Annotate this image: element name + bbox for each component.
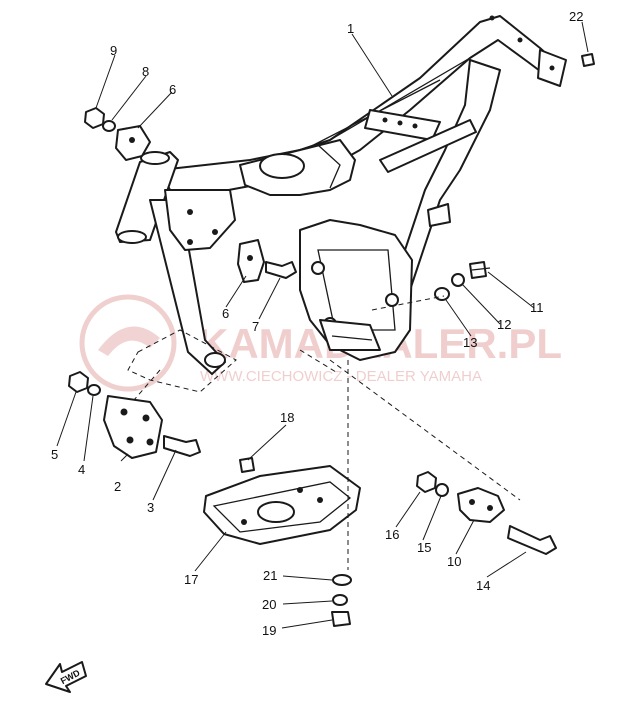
callout-labels: 1 2 3 4 5 6 6 7 8 9 10 11 12 13 14 15 16…	[51, 9, 583, 638]
main-frame	[115, 15, 567, 375]
callout-13: 13	[463, 335, 477, 350]
callout-9: 9	[110, 43, 117, 58]
upper-left-fasteners	[84, 107, 151, 161]
part-7-bolt	[265, 261, 297, 279]
part-2-engine-bracket	[103, 395, 163, 459]
part-18-bolt	[239, 457, 255, 473]
rear-lower-bracket-group	[416, 471, 557, 555]
callout-14: 14	[476, 578, 490, 593]
part-12-washer	[451, 273, 465, 287]
callout-16: 16	[385, 527, 399, 542]
assembly-lines	[127, 295, 521, 570]
part-21-washer	[332, 574, 352, 586]
part-5-nut	[68, 371, 89, 393]
part-20-washer	[332, 594, 348, 606]
lower-left-bracket-group	[68, 371, 201, 459]
callout-6a: 6	[169, 82, 176, 97]
part-13-collar	[434, 287, 450, 301]
callout-2: 2	[114, 479, 121, 494]
callout-7: 7	[252, 319, 259, 334]
callout-12: 12	[497, 317, 511, 332]
callout-1: 1	[347, 21, 354, 36]
callout-11: 11	[530, 300, 544, 315]
part-19-nut	[331, 611, 351, 627]
fwd-arrow: FWD	[45, 661, 87, 693]
callout-6b: 6	[222, 306, 229, 321]
right-fasteners	[434, 261, 491, 301]
callout-10: 10	[447, 554, 461, 569]
callout-15: 15	[417, 540, 431, 555]
callout-5: 5	[51, 447, 58, 462]
part-15-washer	[435, 483, 449, 497]
fwd-arrow-icon	[45, 661, 87, 693]
center-bracket-group	[237, 239, 297, 283]
callout-21: 21	[263, 568, 277, 583]
part-6-bracket-center	[237, 239, 265, 283]
callout-20: 20	[262, 597, 276, 612]
callout-22: 22	[569, 9, 583, 24]
part-22-bolt	[581, 53, 595, 67]
bottom-fasteners	[331, 53, 595, 627]
part-16-nut	[416, 471, 437, 493]
part-4-washer	[87, 384, 101, 396]
callout-4: 4	[78, 462, 85, 477]
callout-3: 3	[147, 500, 154, 515]
part-14-bolt	[507, 525, 557, 555]
watermark-logo	[79, 294, 177, 392]
callout-17: 17	[184, 572, 198, 587]
leader-lines	[56, 21, 589, 629]
part-10-bracket	[457, 487, 505, 523]
part-11-bolt	[469, 261, 487, 279]
skid-plate-group	[203, 457, 361, 545]
part-8-washer	[102, 120, 116, 132]
watermark-subtitle: WWW.CIECHOWICZ - DEALER YAMAHA	[200, 368, 482, 385]
callout-18: 18	[280, 410, 294, 425]
part-9-nut	[84, 107, 105, 129]
part-3-bolt	[163, 435, 201, 457]
callout-8: 8	[142, 64, 149, 79]
callout-19: 19	[262, 623, 276, 638]
